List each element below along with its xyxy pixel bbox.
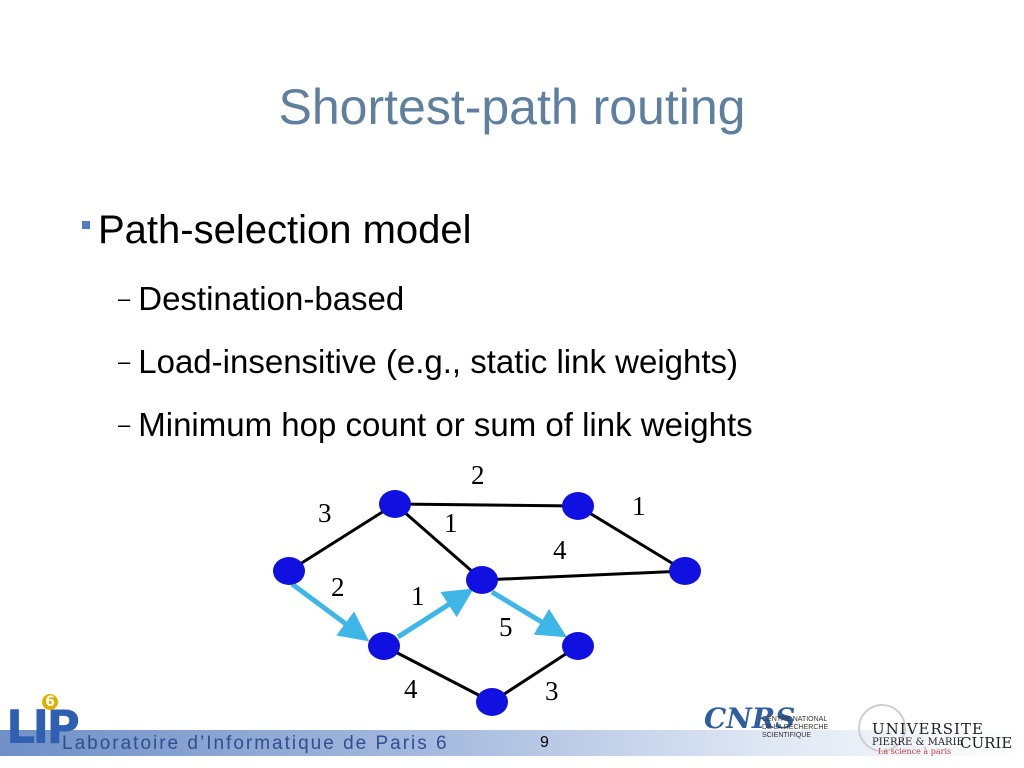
lip-logo-badge: 6 xyxy=(42,694,58,710)
subbullet-text: Minimum hop count or sum of link weights xyxy=(138,406,753,443)
slide-title: Shortest-path routing xyxy=(278,79,746,135)
path-arrow-3 xyxy=(490,589,567,638)
weight-label: 1 xyxy=(444,508,458,538)
node-right xyxy=(669,557,701,585)
subbullet-text: Destination-based xyxy=(138,280,405,317)
upmc-line: La science à paris xyxy=(878,747,952,756)
dash-icon: – xyxy=(118,349,131,374)
edge-topright-right xyxy=(577,504,686,573)
upmc-line: PIERRE & MARIE xyxy=(872,737,964,748)
weight-label: 5 xyxy=(499,612,513,642)
footer-bar xyxy=(0,730,1024,756)
node-lower-right xyxy=(562,632,594,660)
subbullet-destination: –Destination-based xyxy=(118,280,404,318)
dash-icon: – xyxy=(118,412,131,437)
bullet-text: Path-selection model xyxy=(98,208,472,252)
subbullet-text: Load-insensitive (e.g., static link weig… xyxy=(138,343,739,380)
weight-label: 4 xyxy=(404,674,418,704)
path-arrow-1 xyxy=(290,581,370,642)
upmc-seal-icon xyxy=(858,704,906,752)
node-center xyxy=(466,566,498,594)
weight-label: 2 xyxy=(471,460,485,490)
path-arrow-2 xyxy=(396,588,474,640)
weight-label: 3 xyxy=(545,676,559,706)
lip-logo-text: LIP xyxy=(6,700,80,754)
upmc-line: CURIE xyxy=(960,734,1013,752)
edge-bottom-lowerright xyxy=(491,644,579,704)
edge-top-center xyxy=(394,502,483,582)
upmc-logo: UNIVERSITE PIERRE & MARIE CURIE La scien… xyxy=(872,720,1012,756)
node-bottom xyxy=(476,688,508,716)
subbullet-load-insensitive: –Load-insensitive (e.g., static link wei… xyxy=(118,343,738,381)
square-bullet-icon xyxy=(82,221,90,229)
cnrs-line: SCIENTIFIQUE xyxy=(762,732,812,739)
lip6-logo: LIP 6 xyxy=(6,694,80,754)
page-number: 9 xyxy=(540,734,549,751)
edge-center-right xyxy=(481,569,686,582)
node-left xyxy=(273,557,305,585)
edge-lower-bottom xyxy=(383,644,493,704)
weight-label: 1 xyxy=(632,491,646,521)
weight-label: 4 xyxy=(553,535,567,565)
edge-top xyxy=(394,502,579,508)
weight-label: 3 xyxy=(318,498,332,528)
cnrs-logo: CNRS xyxy=(704,702,796,735)
weight-label: 1 xyxy=(411,581,425,611)
dash-icon: – xyxy=(118,286,131,311)
cnrs-line: DE LA RECHERCHE xyxy=(762,724,829,731)
weight-label: 2 xyxy=(331,572,345,602)
cnrs-line: CENTRE NATIONAL xyxy=(762,716,828,723)
edge-left-top xyxy=(288,502,396,573)
node-top-right xyxy=(562,492,594,520)
bullet-path-selection: Path-selection model xyxy=(82,208,472,253)
subbullet-min-hop: –Minimum hop count or sum of link weight… xyxy=(118,406,753,444)
node-top xyxy=(379,490,411,518)
node-lower-left xyxy=(368,632,400,660)
upmc-line: UNIVERSITE xyxy=(872,720,984,738)
cnrs-text: CENTRE NATIONAL DE LA RECHERCHE SCIENTIF… xyxy=(762,716,832,740)
lab-name: Laboratoire d’Informatique de Paris 6 xyxy=(62,733,449,754)
